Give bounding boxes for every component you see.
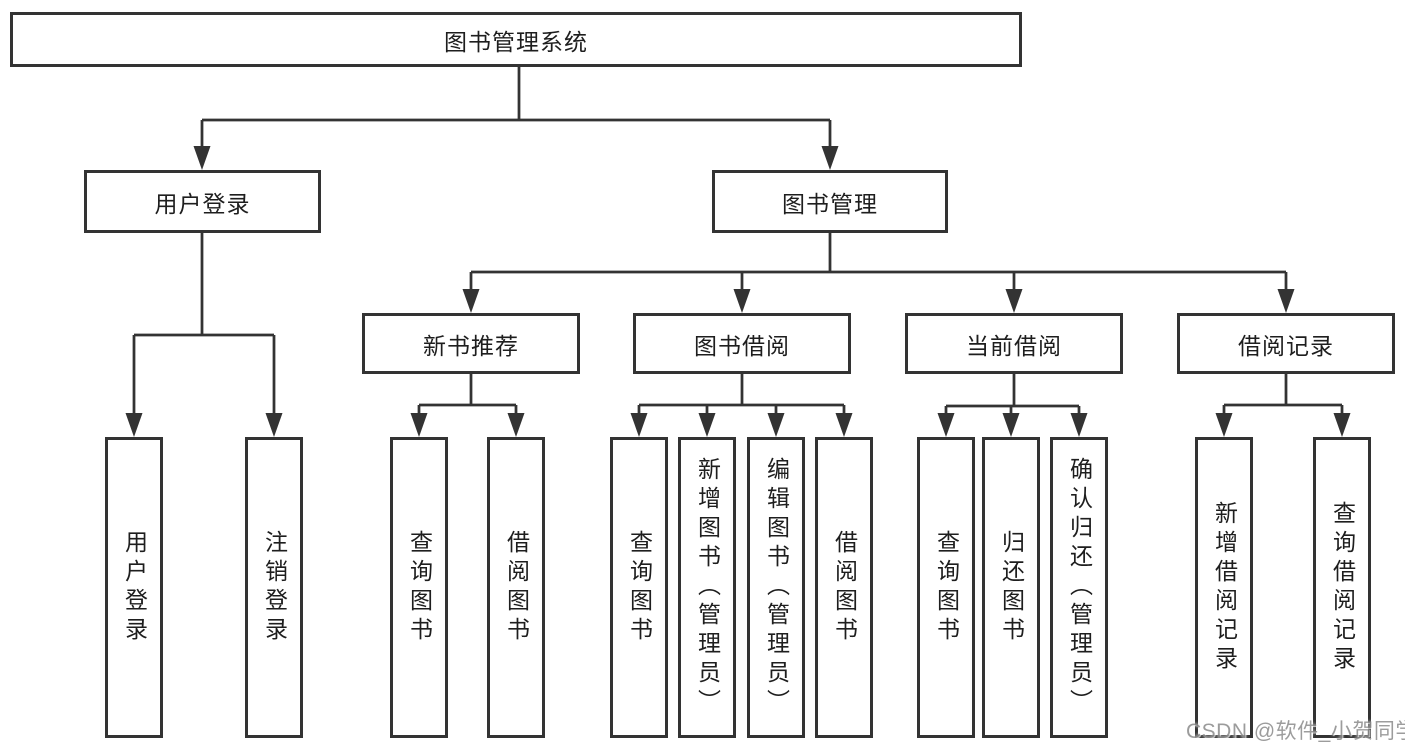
leaf-logout: 注销登录 [245,437,303,738]
leaf-edit-book-admin: 编辑图书（管理员） [747,437,805,738]
leaf-add-book-admin-label: 新增图书（管理员） [694,457,721,718]
node-book-borrowing-label: 图书借阅 [694,332,790,359]
node-current-borrowing-label: 当前借阅 [966,332,1062,359]
leaf-confirm-return-admin-label: 确认归还（管理员） [1066,457,1093,718]
node-book-management-label: 图书管理 [782,190,878,217]
leaf-borrowing-borrow-books: 借阅图书 [815,437,873,738]
leaf-user-login-label: 用户登录 [121,529,148,646]
node-new-book-recommend: 新书推荐 [362,313,580,374]
leaf-edit-book-admin-label: 编辑图书（管理员） [763,457,790,718]
node-new-book-recommend-label: 新书推荐 [423,332,519,359]
node-current-borrowing: 当前借阅 [905,313,1123,374]
leaf-logout-label: 注销登录 [261,529,288,646]
leaf-add-book-admin: 新增图书（管理员） [678,437,736,738]
leaf-borrowing-query-books: 查询图书 [610,437,668,738]
node-borrowing-records-label: 借阅记录 [1238,332,1334,359]
leaf-recommend-borrow-books: 借阅图书 [487,437,545,738]
leaf-borrowing-query-books-label: 查询图书 [626,529,653,646]
leaf-user-login: 用户登录 [105,437,163,738]
leaf-query-borrow-record: 查询借阅记录 [1313,437,1371,738]
leaf-add-borrow-record-label: 新增借阅记录 [1211,500,1238,675]
leaf-recommend-query-books: 查询图书 [390,437,448,738]
csdn-watermark: CSDN @软件_小贺同学 [1186,720,1405,743]
leaf-query-borrow-record-label: 查询借阅记录 [1329,500,1356,675]
leaf-recommend-query-books-label: 查询图书 [406,529,433,646]
leaf-current-query-books-label: 查询图书 [933,529,960,646]
node-borrowing-records: 借阅记录 [1177,313,1395,374]
node-user-login: 用户登录 [84,170,321,233]
node-root-label: 图书管理系统 [444,28,588,55]
arrowheads [125,146,1351,437]
node-book-borrowing: 图书借阅 [633,313,851,374]
leaf-return-books: 归还图书 [982,437,1040,738]
leaf-add-borrow-record: 新增借阅记录 [1195,437,1253,738]
node-book-management: 图书管理 [712,170,948,233]
leaf-confirm-return-admin: 确认归还（管理员） [1050,437,1108,738]
node-user-login-label: 用户登录 [154,190,251,217]
leaf-borrowing-borrow-books-label: 借阅图书 [831,529,858,646]
leaf-return-books-label: 归还图书 [998,529,1025,646]
leaf-recommend-borrow-books-label: 借阅图书 [503,529,530,646]
node-root: 图书管理系统 [10,12,1022,67]
leaf-current-query-books: 查询图书 [917,437,975,738]
